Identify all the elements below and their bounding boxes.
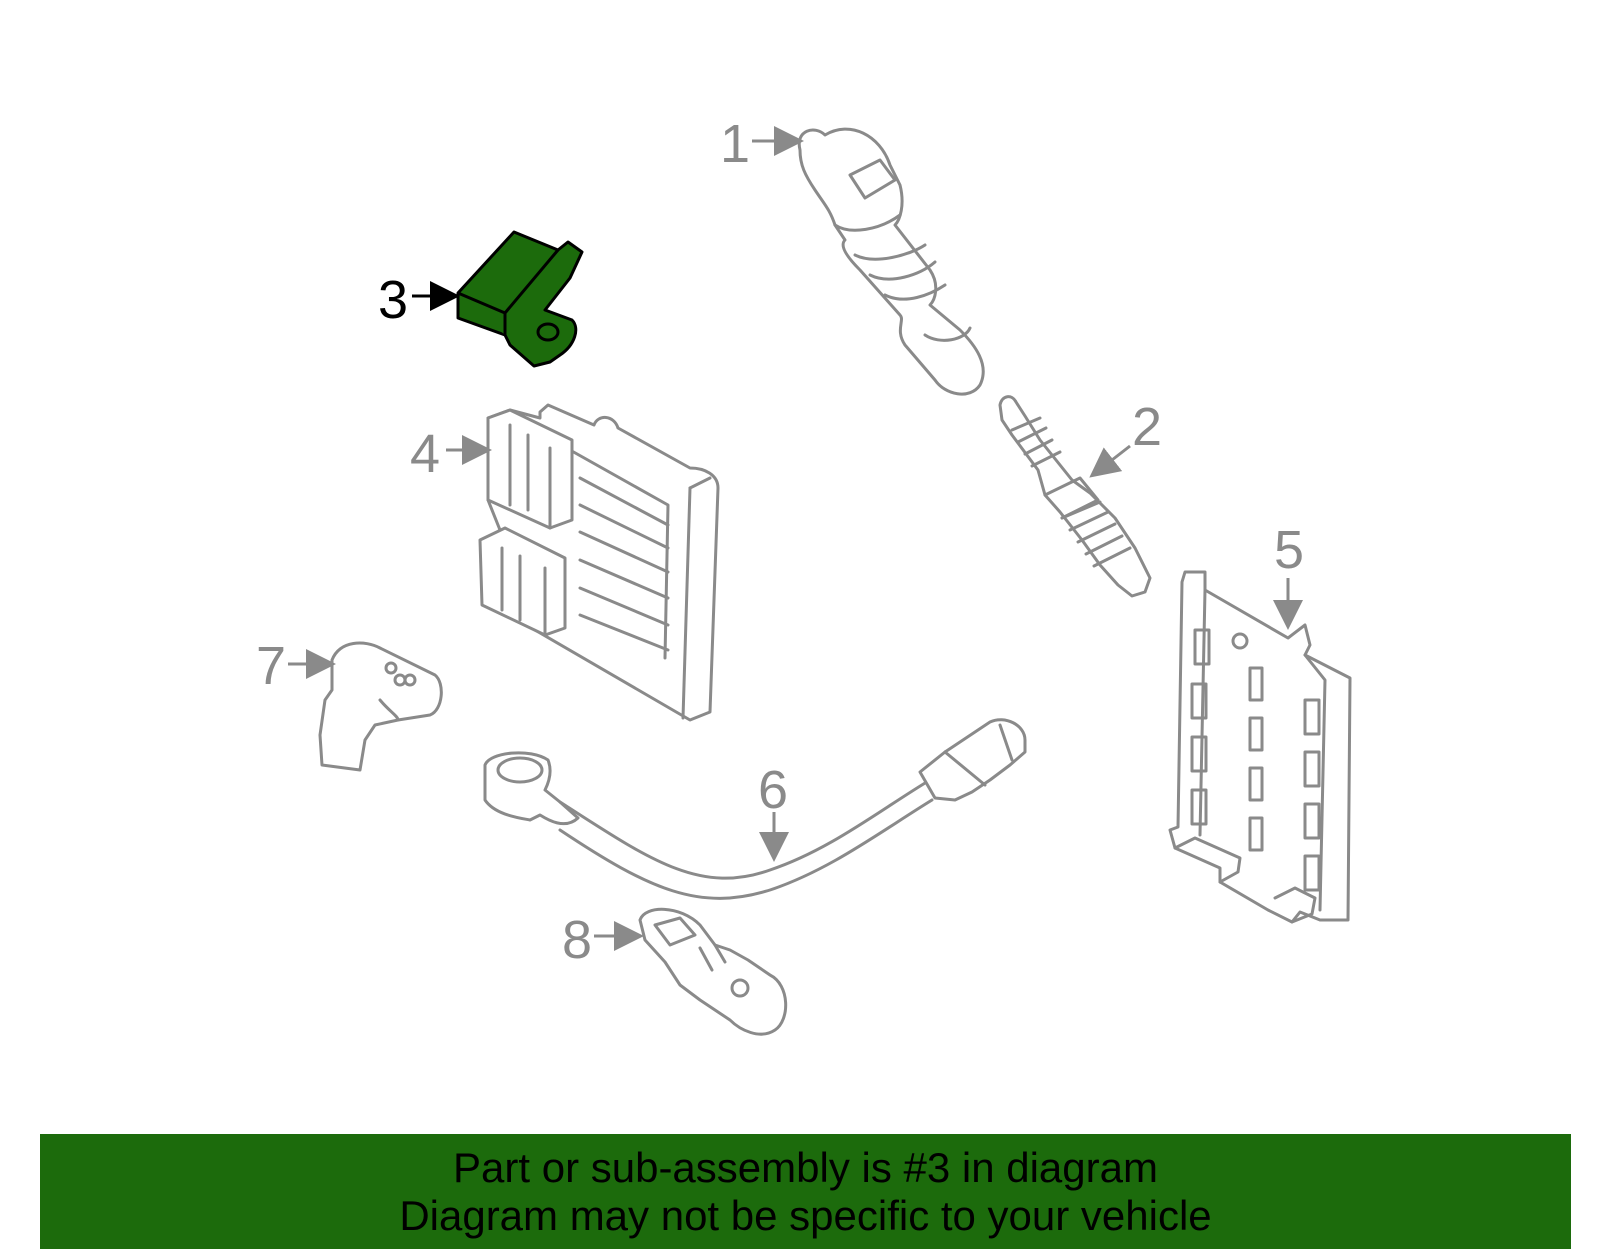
part-6-knock-sensor-harness[interactable] bbox=[483, 718, 1027, 900]
callout-8: 8 bbox=[562, 910, 592, 970]
banner-line-1: Part or sub-assembly is #3 in diagram bbox=[453, 1144, 1158, 1191]
part-4-engine-control-module[interactable] bbox=[478, 403, 720, 722]
part-5-module-bracket[interactable] bbox=[1168, 570, 1352, 924]
callout-4: 4 bbox=[410, 424, 440, 484]
callout-2: 2 bbox=[1132, 397, 1162, 457]
callout-7: 7 bbox=[256, 636, 286, 696]
info-banner: Part or sub-assembly is #3 in diagram Di… bbox=[40, 1134, 1571, 1249]
callout-2-arrow bbox=[1089, 444, 1131, 478]
callout-6: 6 bbox=[758, 760, 788, 820]
parts-diagram: 1 2 3 bbox=[256, 114, 1352, 1036]
part-7-position-sensor[interactable] bbox=[318, 641, 443, 772]
callout-5: 5 bbox=[1274, 520, 1304, 580]
part-8-camshaft-sensor[interactable] bbox=[638, 907, 788, 1036]
part-1-ignition-coil[interactable] bbox=[797, 127, 985, 396]
part-2-spark-plug[interactable] bbox=[998, 395, 1152, 598]
part-3-sensor-highlighted[interactable] bbox=[456, 230, 584, 368]
callout-3: 3 bbox=[378, 270, 408, 330]
callout-1: 1 bbox=[720, 114, 750, 174]
banner-line-2: Diagram may not be specific to your vehi… bbox=[399, 1192, 1212, 1239]
